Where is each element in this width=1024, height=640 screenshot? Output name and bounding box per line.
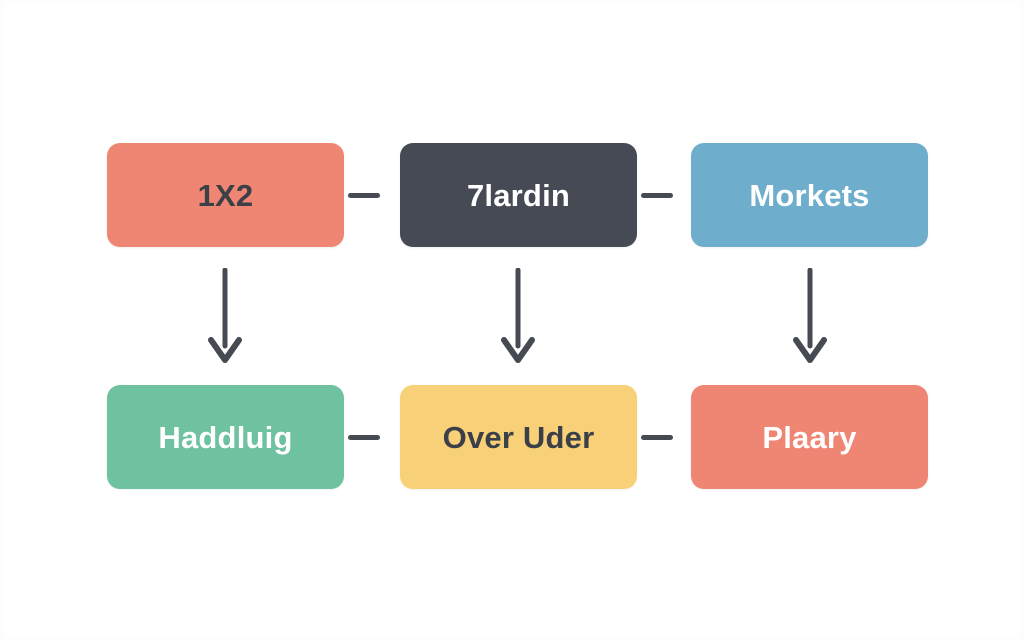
node-label: Morkets bbox=[749, 177, 870, 213]
node-label: Plaary bbox=[762, 419, 857, 455]
connector-dash-top-left bbox=[348, 193, 380, 198]
node-label: 1X2 bbox=[197, 177, 254, 213]
connector-dash-bottom-left bbox=[348, 435, 380, 440]
node-row1-col1[interactable]: Over Uder bbox=[400, 385, 637, 489]
node-row0-col1[interactable]: 7lardin bbox=[400, 143, 637, 247]
connector-dash-top-right bbox=[641, 193, 673, 198]
node-label: Haddluig bbox=[158, 419, 293, 455]
node-row1-col0[interactable]: Haddluig bbox=[107, 385, 344, 489]
arrow-down-icon-column-2 bbox=[501, 268, 535, 363]
node-label: 7lardin bbox=[466, 177, 571, 213]
node-row1-col2[interactable]: Plaary bbox=[691, 385, 928, 489]
node-label: Over Uder bbox=[442, 419, 595, 455]
node-row0-col0[interactable]: 1X2 bbox=[107, 143, 344, 247]
arrow-down-icon-column-3 bbox=[793, 268, 827, 363]
arrow-down-icon-column-1 bbox=[208, 268, 242, 363]
connector-dash-bottom-right bbox=[641, 435, 673, 440]
node-row0-col2[interactable]: Morkets bbox=[691, 143, 928, 247]
